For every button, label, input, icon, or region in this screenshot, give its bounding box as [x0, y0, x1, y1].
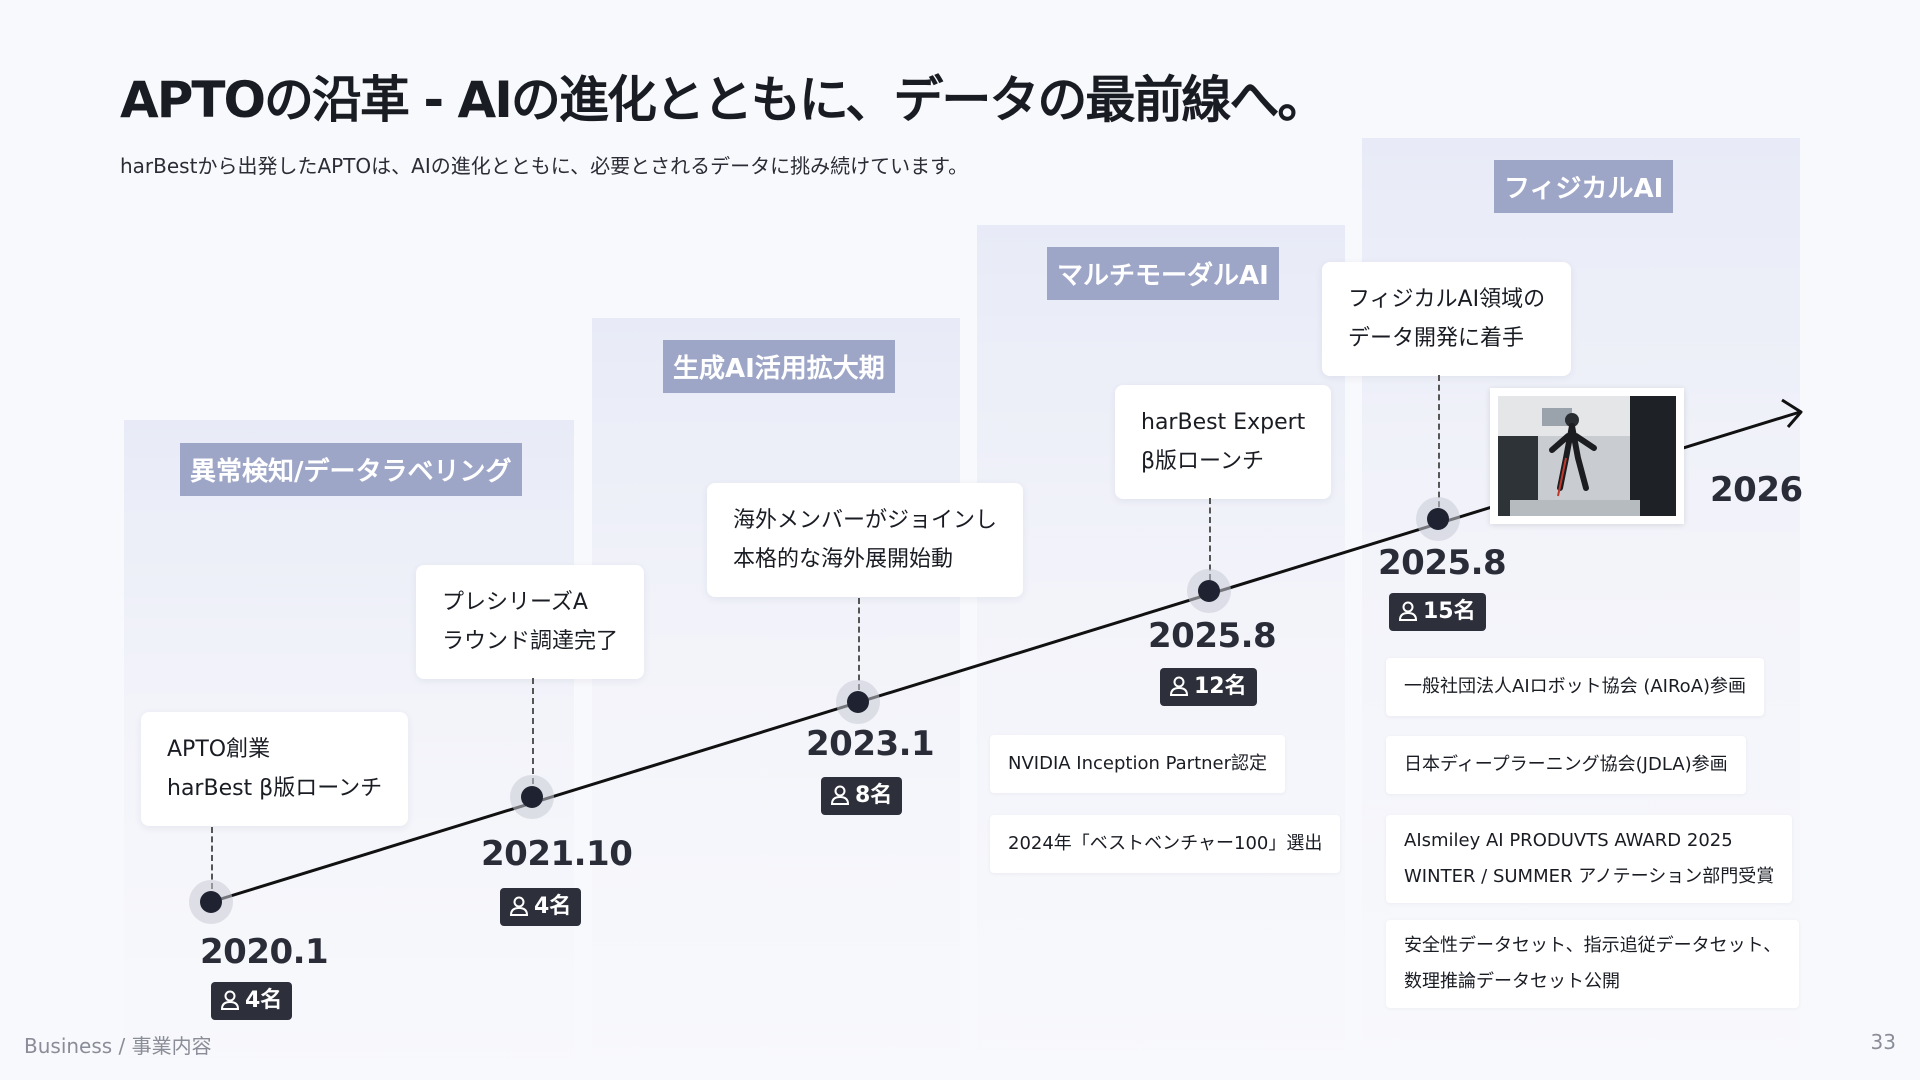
member-count-badge: 8名 — [821, 777, 903, 815]
callout-line: β版ローンチ — [1141, 449, 1264, 474]
arrow-right-icon — [1781, 398, 1803, 428]
phase-column-genai — [592, 318, 960, 1080]
page-number: 33 — [1870, 1030, 1896, 1054]
robot-photo — [1490, 388, 1684, 524]
callout-line: APTO創業 — [167, 737, 271, 762]
timeline-point — [836, 680, 880, 724]
callout-line: harBest β版ローンチ — [167, 776, 383, 801]
milestone-callout-2025-8-expert: harBest Expert β版ローンチ — [1115, 385, 1332, 499]
connector-line — [1438, 375, 1440, 517]
timeline-point — [510, 775, 554, 819]
phase-column-multimodal — [977, 225, 1345, 1080]
event-card: 日本ディープラーニング協会(JDLA)参画 — [1386, 736, 1746, 794]
event-card: 安全性データセット、指示追従データセット、 数理推論データセット公開 — [1386, 920, 1800, 1008]
milestone-callout-2025-8-physical: フィジカルAI領域の データ開発に着手 — [1322, 262, 1572, 376]
connector-line — [532, 678, 534, 794]
connector-line — [858, 598, 860, 690]
event-text: 一般社団法人AIロボット協会 (AIRoA)参画 — [1404, 676, 1747, 697]
page-subtitle: harBestから出発したAPTOは、AIの進化とともに、必要とされるデータに挑… — [120, 154, 969, 178]
member-count-badge: 4名 — [500, 888, 582, 926]
person-icon — [830, 785, 850, 805]
phase-label-multimodal: マルチモーダルAI — [1047, 247, 1279, 300]
timeline-point — [1187, 569, 1231, 613]
timeline-point — [1416, 497, 1460, 541]
event-text: AIsmiley AI PRODUVTS AWARD 2025 — [1404, 830, 1733, 851]
milestone-year: 2020.1 — [200, 932, 329, 972]
event-text: NVIDIA Inception Partner認定 — [1008, 753, 1268, 774]
connector-line — [1209, 498, 1211, 580]
person-icon — [509, 896, 529, 916]
event-text: 数理推論データセット公開 — [1404, 971, 1620, 992]
person-icon — [1398, 601, 1418, 621]
milestone-year: 2021.10 — [481, 834, 633, 874]
phase-label-genai: 生成AI活用拡大期 — [663, 340, 895, 393]
robot-image — [1498, 396, 1676, 516]
callout-line: ラウンド調達完了 — [442, 629, 619, 654]
milestone-year: 2023.1 — [806, 724, 935, 764]
timeline-point — [189, 880, 233, 924]
member-count-badge: 15名 — [1389, 593, 1486, 631]
member-count-badge: 12名 — [1160, 668, 1257, 706]
end-year: 2026 — [1710, 470, 1803, 510]
phase-label-physical: フィジカルAI — [1494, 160, 1674, 213]
person-icon — [220, 990, 240, 1010]
phase-label-anomaly: 異常検知/データラベリング — [180, 443, 522, 496]
callout-line: 海外メンバーがジョインし — [733, 508, 998, 533]
event-text: 2024年「ベストベンチャー100」選出 — [1008, 833, 1323, 854]
event-card: AIsmiley AI PRODUVTS AWARD 2025 WINTER /… — [1386, 815, 1793, 903]
event-text: 日本ディープラーニング協会(JDLA)参画 — [1404, 754, 1728, 775]
callout-line: プレシリーズA — [442, 590, 588, 615]
milestone-year: 2025.8 — [1378, 543, 1507, 583]
connector-line — [211, 827, 213, 889]
milestone-callout-2021-10: プレシリーズA ラウンド調達完了 — [416, 565, 645, 679]
page-title: APTOの沿革 - AIの進化とともに、データの最前線へ。 — [120, 71, 1327, 129]
callout-line: 本格的な海外展開始動 — [733, 547, 954, 572]
event-card: 2024年「ベストベンチャー100」選出 — [990, 815, 1341, 873]
event-card: NVIDIA Inception Partner認定 — [990, 735, 1286, 793]
member-count-badge: 4名 — [211, 982, 293, 1020]
milestone-callout-2020-1: APTO創業 harBest β版ローンチ — [141, 712, 409, 826]
event-card: 一般社団法人AIロボット協会 (AIRoA)参画 — [1386, 658, 1765, 716]
callout-line: フィジカルAI領域の — [1348, 287, 1546, 312]
event-text: WINTER / SUMMER アノテーション部門受賞 — [1404, 866, 1775, 887]
milestone-year: 2025.8 — [1148, 616, 1277, 656]
event-text: 安全性データセット、指示追従データセット、 — [1404, 935, 1782, 956]
footer-section-label: Business / 事業内容 — [24, 1034, 212, 1058]
callout-line: データ開発に着手 — [1348, 326, 1525, 351]
callout-line: harBest Expert — [1141, 410, 1306, 435]
milestone-callout-2023-1: 海外メンバーがジョインし 本格的な海外展開始動 — [707, 483, 1024, 597]
person-icon — [1169, 676, 1189, 696]
